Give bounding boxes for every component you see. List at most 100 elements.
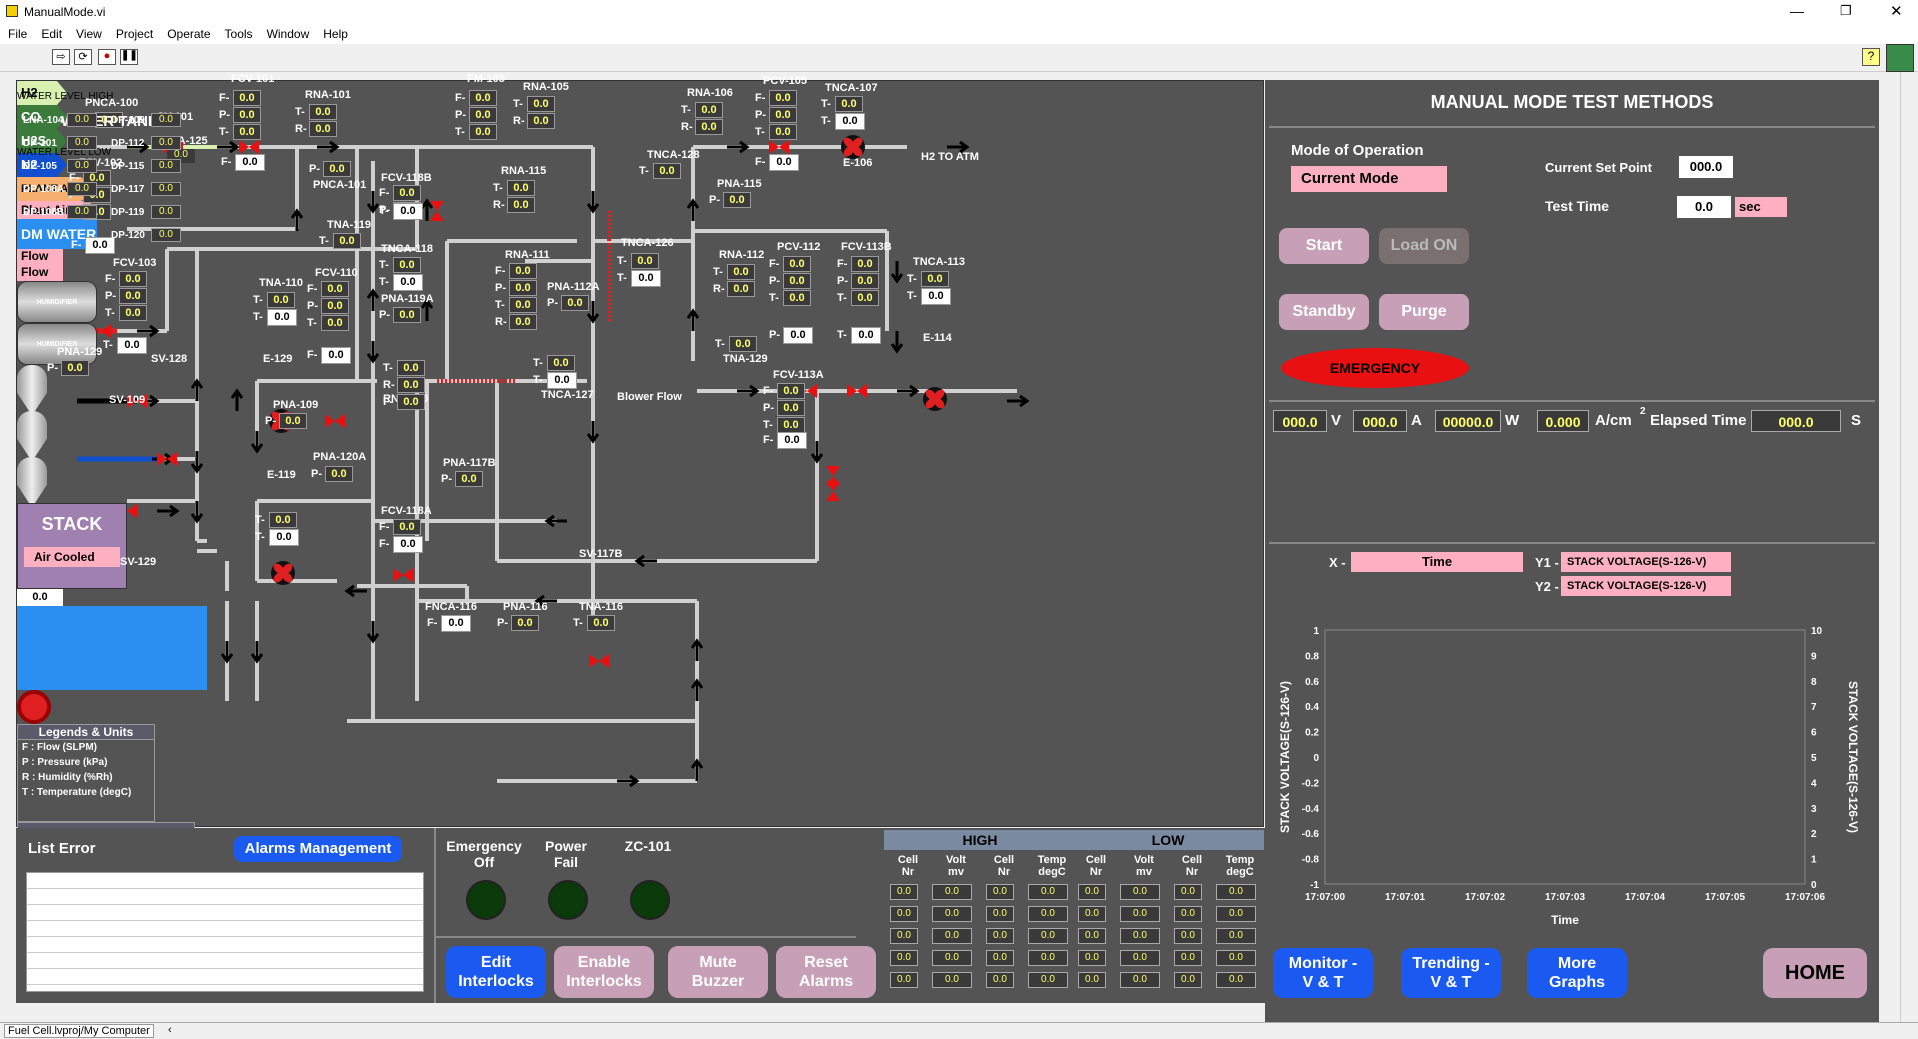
y2-tick-label: 6 [1811, 728, 1817, 739]
nav-more-button[interactable]: More Graphs [1527, 948, 1627, 998]
pna112a-p-value: 0.0 [561, 295, 589, 311]
minimize-icon[interactable]: — [1790, 3, 1804, 19]
valve-icon[interactable] [430, 201, 444, 221]
y2-select[interactable]: STACK VOLTAGE(S-126-V) [1561, 576, 1731, 596]
tnca128-t-value: 0.0 [653, 163, 681, 179]
valve-icon[interactable] [157, 452, 177, 466]
valve-icon[interactable] [325, 414, 345, 428]
indicator-label: Emergency Off [446, 838, 522, 870]
flow-arrow [157, 504, 180, 518]
pd-label: DP-108B [23, 207, 65, 218]
field-letter: T- [383, 362, 393, 374]
y-tick-label: 0.6 [1305, 677, 1319, 688]
mode-select[interactable]: Current Mode [1291, 166, 1447, 192]
tag-tnca128: TNCA-128 [647, 149, 700, 161]
alarms-management-button[interactable]: Alarms Management [234, 836, 402, 862]
valve-icon[interactable] [826, 481, 840, 501]
vertical-scrollbar[interactable] [1900, 72, 1918, 1022]
h2s-t-value: 0.0 [117, 337, 147, 354]
reading-elapsed: 000.0 [1751, 410, 1841, 432]
emergency-button[interactable]: EMERGENCY [1281, 348, 1469, 388]
field-letter: T- [617, 272, 627, 284]
tag-fcv110: FCV-110 [315, 267, 358, 279]
enable-button[interactable]: Enable Interlocks [554, 946, 654, 998]
pause-icon[interactable]: ❚❚ [120, 49, 138, 65]
run-arrow-icon[interactable]: ⇨ [52, 49, 70, 65]
tag-rna111: RNA-111 [505, 249, 550, 261]
menu-project[interactable]: Project [115, 27, 154, 41]
legend-item: R : Humidity (%Rh) [22, 772, 113, 783]
maximize-icon[interactable]: ❐ [1840, 3, 1852, 18]
valve-icon[interactable] [769, 140, 789, 154]
tag-pna116: PNA-116 [503, 601, 548, 613]
menu-items: File Edit View Project Operate Tools Window Hel… [0, 24, 1918, 44]
tna110-t2-value: 0.0 [267, 309, 297, 326]
field-letter: R- [513, 115, 525, 127]
cell-value: 0.0 [1174, 884, 1202, 900]
mute-button[interactable]: Mute Buzzer [668, 946, 768, 998]
help-icon[interactable]: ? [1862, 48, 1880, 66]
menu-operate[interactable]: Operate [167, 27, 211, 41]
fcv113b-t-value: 0.0 [851, 290, 879, 306]
menu-view[interactable]: View [76, 27, 102, 41]
field-letter: P- [495, 282, 506, 294]
mode-label: Mode of Operation [1291, 142, 1424, 159]
field-letter: F- [71, 239, 82, 251]
field-letter: T- [495, 299, 505, 311]
reset-button[interactable]: Reset Alarms [776, 946, 876, 998]
valve-icon[interactable] [239, 140, 259, 154]
field-letter: T- [715, 338, 725, 350]
testtime-value[interactable]: 0.0 [1677, 196, 1731, 218]
standby-button[interactable]: Standby [1279, 294, 1369, 330]
load_on-button[interactable]: Load ON [1379, 228, 1469, 264]
x-axis-select[interactable]: Time [1351, 552, 1523, 572]
close-icon[interactable]: ✕ [1890, 3, 1903, 20]
toolbar: ⇨ ⟳ ● ❚❚ ? [0, 44, 1918, 72]
start-button[interactable]: Start [1279, 228, 1369, 264]
scroll-left-icon[interactable]: ‹ [168, 1024, 172, 1036]
cell-value: 0.0 [986, 928, 1014, 944]
testtime-unit-select[interactable]: sec [1735, 197, 1787, 217]
run-continuous-icon[interactable]: ⟳ [74, 49, 92, 65]
fcv110-p-value: 0.0 [321, 298, 349, 314]
tag-pcv112: PCV-112 [777, 241, 821, 253]
fcv118a-f2-value: 0.0 [393, 536, 423, 553]
nav-monitor-button[interactable]: Monitor - V & T [1273, 948, 1373, 998]
valve-icon[interactable] [393, 568, 413, 582]
tna110-t-value: 0.0 [267, 292, 295, 308]
error-list[interactable] [26, 872, 424, 992]
field-letter: P- [497, 617, 508, 629]
valve-icon[interactable] [127, 394, 147, 408]
nav-home-button[interactable]: HOME [1763, 948, 1867, 998]
y1-select[interactable]: STACK VOLTAGE(S-126-V) [1561, 552, 1731, 572]
pna119a-p-value: 0.0 [393, 307, 421, 323]
pd-value: 0.0 [151, 136, 181, 150]
pnca101-p-value: 0.0 [323, 161, 351, 177]
edit-button[interactable]: Edit Interlocks [446, 946, 546, 998]
abort-icon[interactable]: ● [98, 49, 116, 65]
pcv105-f-value: 0.0 [769, 90, 797, 106]
field-letter: F- [455, 92, 466, 104]
rna110-t-value: 0.0 [397, 360, 425, 376]
menu-file[interactable]: File [8, 27, 28, 41]
menu-window[interactable]: Window [266, 27, 310, 41]
fcv110-t-value: 0.0 [321, 315, 349, 331]
setpoint-value: 000.0 [1679, 156, 1733, 178]
menu-tools[interactable]: Tools [224, 27, 253, 41]
nav-trending-button[interactable]: Trending - V & T [1401, 948, 1501, 998]
flow-arrow [544, 514, 567, 528]
flow-select-1[interactable]: Flow [17, 249, 63, 265]
valve-icon[interactable] [847, 384, 867, 398]
field-letter: F- [427, 617, 438, 629]
y2-tick-label: 5 [1811, 753, 1817, 764]
menu-help[interactable]: Help [323, 27, 348, 41]
field-letter: P- [455, 109, 466, 121]
pd-value: 0.0 [151, 182, 181, 196]
purge-button[interactable]: Purge [1379, 294, 1469, 330]
valve-icon[interactable] [589, 654, 609, 668]
flow-arrow [686, 308, 700, 331]
flow-select-2[interactable]: Flow [17, 265, 63, 281]
menu-edit[interactable]: Edit [41, 27, 63, 41]
cooling-select[interactable]: Air Cooled [24, 547, 120, 567]
